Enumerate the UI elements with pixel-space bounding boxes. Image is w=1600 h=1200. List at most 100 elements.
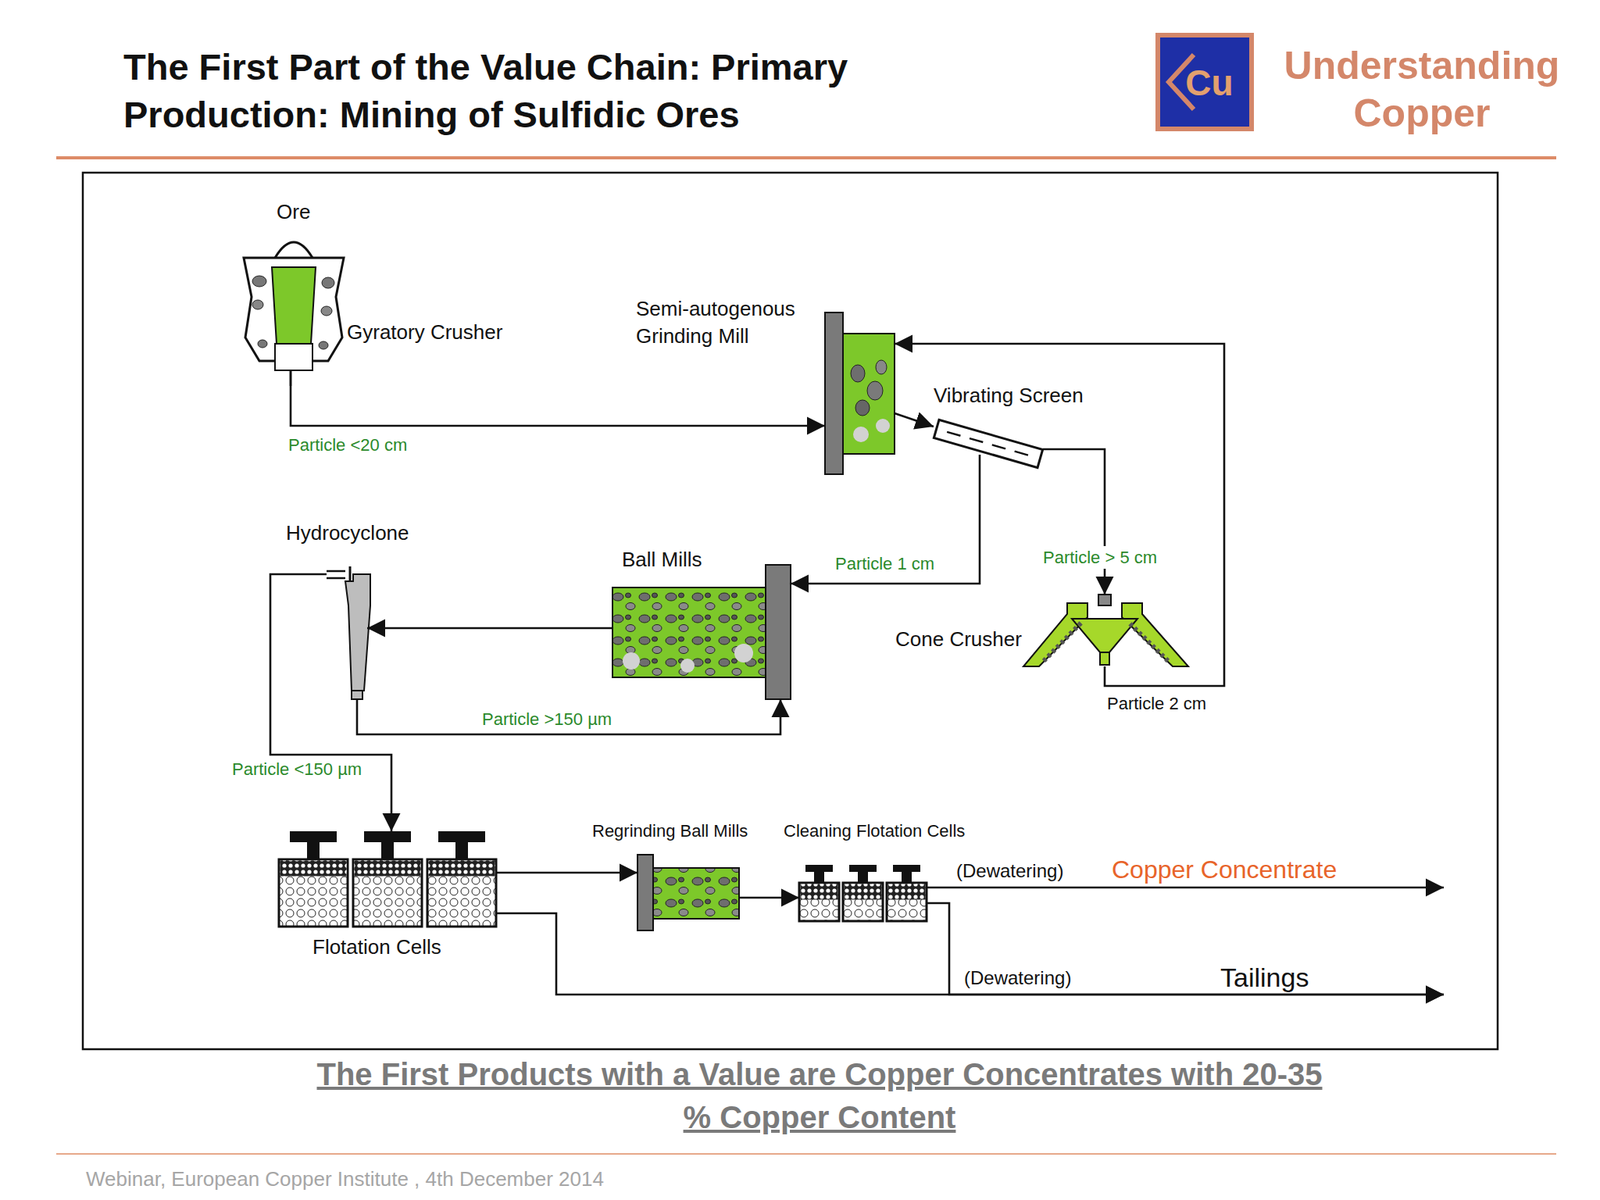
equipment-node: Regrinding Ball Mills <box>637 854 740 931</box>
cell-part <box>892 864 921 872</box>
logo-text: Cu <box>1171 59 1247 107</box>
cone-bowl-left <box>1023 603 1088 667</box>
cell-part <box>888 884 926 900</box>
equipment-node: Hydrocyclone <box>326 566 371 700</box>
vibrating-screen <box>933 419 1043 468</box>
footer-note: Webinar, European Copper Institute , 4th… <box>85 1165 604 1193</box>
flow-arrow <box>894 343 1225 686</box>
mill-plate <box>825 312 843 475</box>
crusher-mantle <box>271 267 316 344</box>
crush-zone <box>1043 621 1083 661</box>
equipment-node: Copper Concentrate <box>1101 848 1444 888</box>
mill-ball <box>622 652 640 670</box>
sag-mill <box>825 312 895 475</box>
equipment-node: Flotation Cells <box>278 831 497 927</box>
cell-part <box>849 864 877 872</box>
cone-bowl-right <box>1121 603 1189 667</box>
flotation-cell <box>427 831 497 927</box>
logo-box <box>1157 35 1252 129</box>
overflow-pipe <box>326 570 346 573</box>
ore-rock <box>252 300 264 310</box>
mill-drum <box>653 867 740 919</box>
equipment-node: Cone Crusher <box>1023 594 1189 667</box>
overflow-pipe <box>326 577 346 580</box>
mill-ball <box>853 426 869 443</box>
particle-size-label: Particle <20 cm <box>285 433 410 457</box>
flow-arrow <box>496 913 1444 995</box>
ore-rock <box>321 277 335 289</box>
mill-ball <box>680 658 695 673</box>
equipment-label: Cleaning Flotation Cells <box>783 819 965 843</box>
flow-arrow <box>926 886 1444 890</box>
equipment-node: Vibrating Screen <box>931 417 1046 467</box>
screen-deck <box>933 419 1043 468</box>
flow-arrow <box>926 903 1444 995</box>
gyratory-crusher <box>243 242 344 386</box>
cell-part <box>842 882 883 922</box>
cell-part <box>800 884 839 900</box>
brand-name: Understanding Copper <box>1265 42 1579 138</box>
vortex-finder <box>349 566 352 582</box>
equipment-node: OreGyratory Crusher <box>240 237 345 386</box>
cell-part <box>381 842 394 860</box>
cleaning-cell <box>842 864 883 922</box>
particle-size-label: Particle >150 µm <box>479 707 615 731</box>
slide-title: The First Part of the Value Chain: Prima… <box>123 42 975 139</box>
ore-rock <box>252 275 267 287</box>
flow-arrow <box>894 413 934 427</box>
flotation-cell <box>278 831 348 927</box>
cyclone-body <box>345 574 371 691</box>
mill-rock <box>875 360 887 375</box>
particle-size-label: Particle <150 µm <box>229 757 365 781</box>
crusher-shaft <box>289 370 293 386</box>
crush-zone <box>1128 621 1168 661</box>
cell-part <box>353 859 422 927</box>
cell-part <box>805 864 833 872</box>
regrinding-mill <box>637 854 740 931</box>
cell-part <box>289 831 337 843</box>
particle-size-label: Particle 2 cm <box>1104 692 1209 715</box>
ball-mill <box>612 564 791 700</box>
flow-arrow <box>367 627 613 630</box>
cell-part <box>857 871 868 883</box>
cell-part <box>886 882 927 922</box>
mill-plate <box>637 854 654 931</box>
ore-rock <box>318 341 329 350</box>
cone-feed <box>1098 594 1111 606</box>
cleaning-cell <box>886 864 927 922</box>
equipment-label: Hydrocyclone <box>285 519 410 547</box>
cell-part <box>438 831 486 843</box>
equipment-label: Gyratory Crusher <box>346 318 503 346</box>
flow-arrow <box>790 466 980 584</box>
screen-mesh <box>946 432 1030 456</box>
screen-undersize-chute <box>978 454 982 467</box>
apex <box>351 690 363 700</box>
bottom-rule <box>56 1153 1557 1155</box>
cell-part <box>814 871 825 883</box>
equipment-node: Tailings <box>1203 957 1444 995</box>
flow-arrow <box>270 574 392 832</box>
cell-part <box>427 859 497 927</box>
mill-drum <box>842 333 895 454</box>
cell-part <box>354 860 422 877</box>
crusher-outlet <box>275 343 313 371</box>
equipment-node: Cleaning Flotation Cells <box>799 864 927 922</box>
cell-part <box>455 842 468 860</box>
mill-drum <box>612 587 766 678</box>
flow-arrow <box>1042 449 1105 595</box>
cell-part <box>799 882 840 922</box>
cell-part <box>844 884 883 900</box>
particle-size-label: (Dewatering) <box>961 965 1074 990</box>
diagram-frame <box>82 172 1498 1050</box>
crusher-dome <box>275 242 313 258</box>
flow-arrow <box>357 699 781 735</box>
caption: The First Products with a Value are Copp… <box>303 1053 1336 1140</box>
equipment-label: Ball Mills <box>621 546 703 573</box>
cell-part <box>428 860 496 877</box>
mill-ball <box>734 643 754 663</box>
cell-part <box>278 859 348 927</box>
cone-crusher <box>1023 594 1189 667</box>
